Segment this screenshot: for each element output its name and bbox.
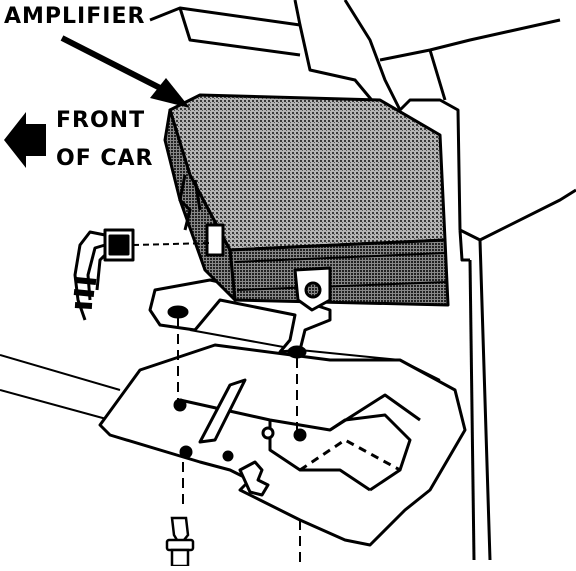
mounting-plate — [98, 343, 467, 547]
amplifier-unit — [163, 93, 450, 312]
bolt — [165, 516, 195, 568]
amplifier-pointer-arrow — [60, 35, 190, 108]
amplifier-label: AMPLIFIER — [4, 4, 146, 29]
side-harness — [178, 174, 202, 231]
left-arrow-icon — [4, 112, 46, 168]
fastener-alignment — [177, 318, 301, 566]
front-of-car-label-line2: OF CAR — [56, 146, 154, 171]
wire-connector — [73, 228, 211, 321]
front-of-car-label-line1: FRONT — [56, 108, 146, 133]
